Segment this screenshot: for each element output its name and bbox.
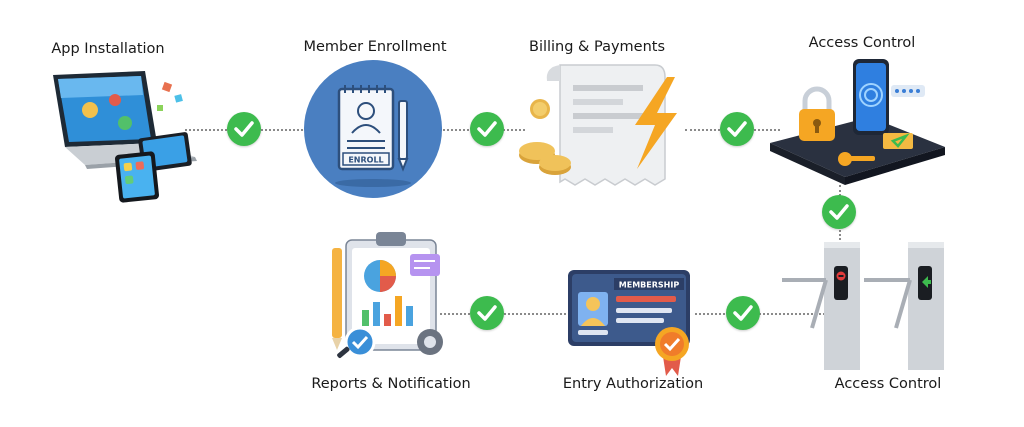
- step-label-access-control-top: Access Control: [808, 35, 916, 51]
- turnstile-gates-illustration: [782, 242, 944, 370]
- step-label-entry-authorization: Entry Authorization: [562, 376, 704, 392]
- step-label-member-enrollment: Member Enrollment: [303, 39, 447, 55]
- check-icon-access-turnstile: [822, 195, 856, 229]
- check-icon-install-enroll: [227, 112, 261, 146]
- check-icon-entry-reports: [470, 296, 504, 330]
- membership-card-illustration: MEMBERSHIP: [568, 270, 690, 376]
- reports-clipboard-illustration: [332, 232, 443, 358]
- step-label-billing-payments: Billing & Payments: [528, 39, 666, 55]
- access-control-platform-illustration: [770, 59, 945, 185]
- step-label-app-installation: App Installation: [51, 41, 165, 57]
- membership-badge-text: MEMBERSHIP: [619, 281, 680, 290]
- check-icon-enroll-billing: [470, 112, 504, 146]
- billing-receipt-illustration: [519, 64, 677, 186]
- step-label-access-control-bottom: Access Control: [834, 376, 942, 392]
- laptop-devices-illustration: [53, 71, 197, 203]
- connector-turnstile-entry: [695, 313, 825, 315]
- step-label-reports-notification: Reports & Notification: [311, 376, 471, 392]
- check-icon-billing-access: [720, 112, 754, 146]
- check-icon-turnstile-entry: [726, 296, 760, 330]
- enroll-badge-text: ENROLL: [348, 156, 383, 165]
- connector-entry-reports: [440, 313, 570, 315]
- enroll-clipboard-illustration: ENROLL: [304, 60, 442, 198]
